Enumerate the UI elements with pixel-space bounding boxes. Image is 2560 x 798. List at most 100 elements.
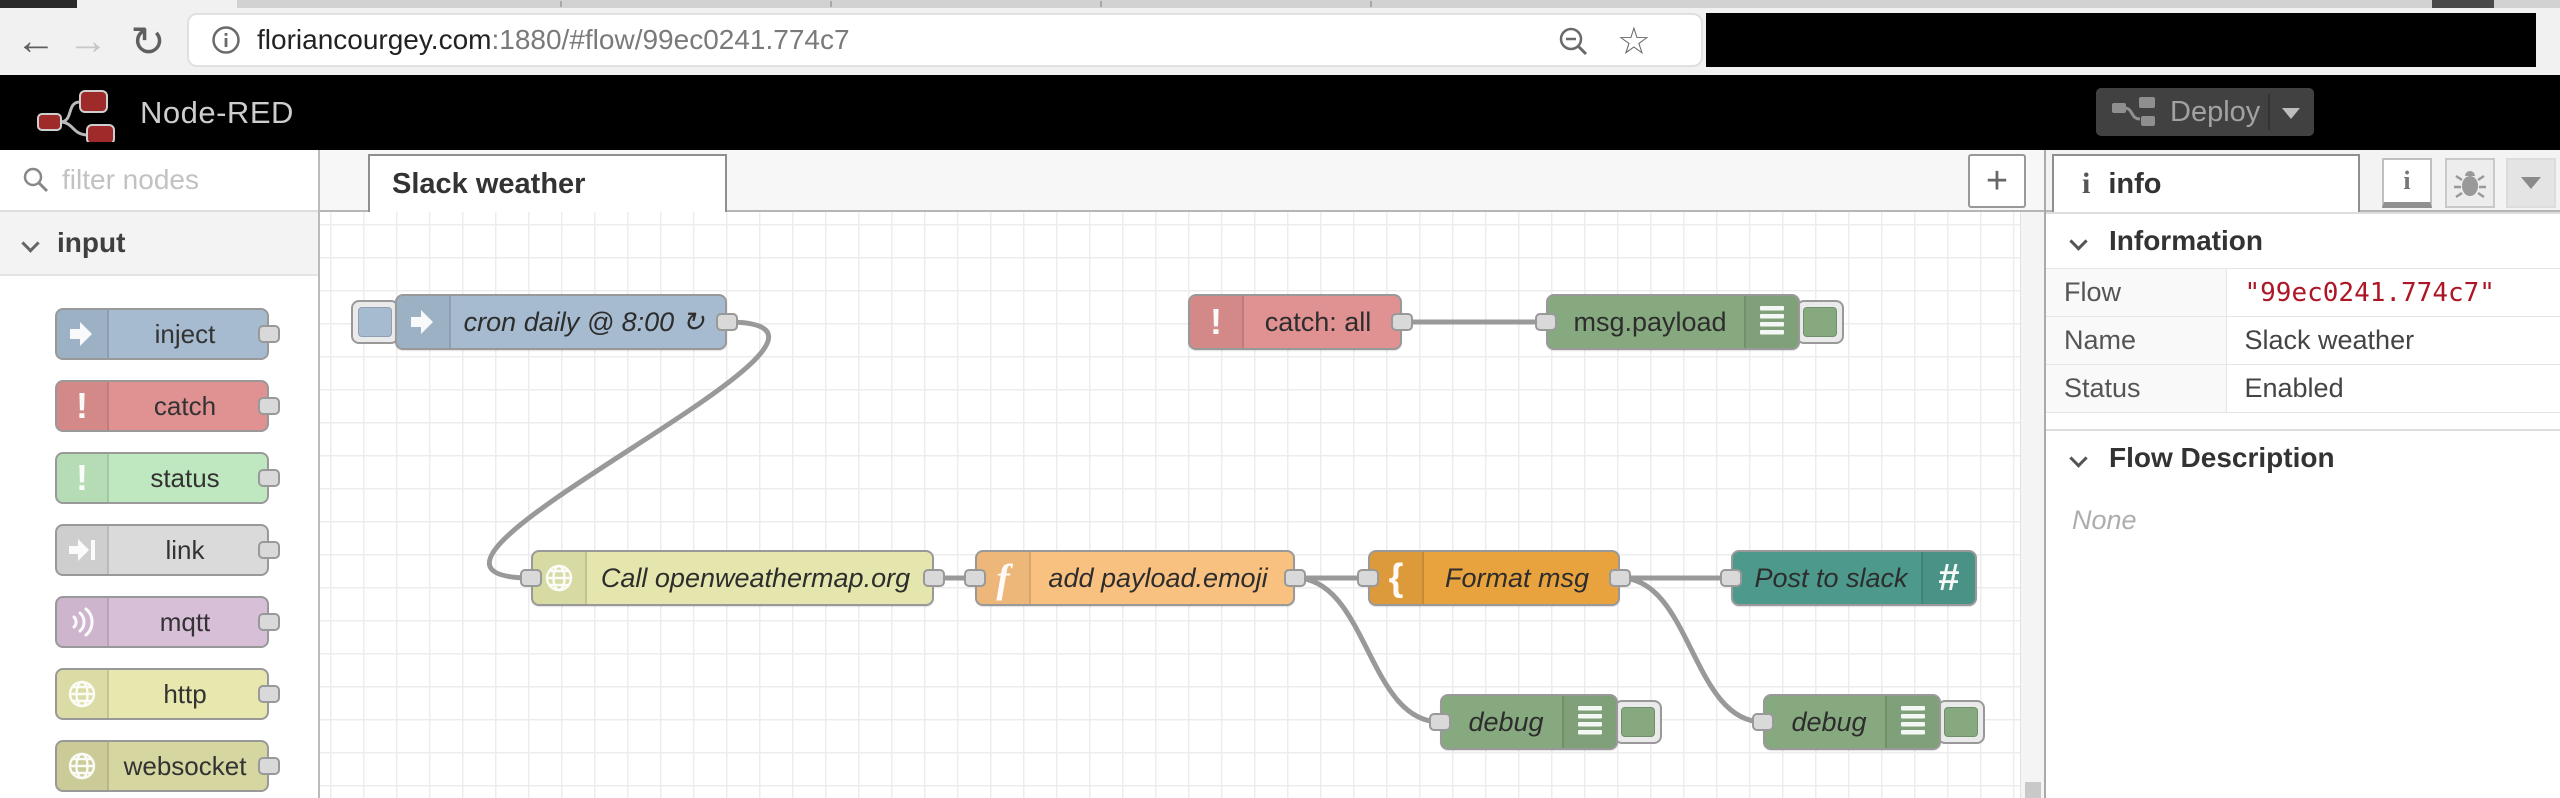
- node-output-port[interactable]: [258, 757, 280, 775]
- url-text[interactable]: floriancourgey.com:1880/#flow/99ec0241.7…: [257, 24, 850, 56]
- inject-button-inject1[interactable]: [351, 300, 399, 344]
- input-port-dbg2[interactable]: [1752, 713, 1774, 731]
- palette-category-input[interactable]: input: [0, 212, 318, 276]
- node-output-port[interactable]: [258, 685, 280, 703]
- row-label: Flow: [2046, 268, 2227, 317]
- palette-node-mqtt[interactable]: mqtt: [55, 596, 280, 648]
- input-port-tmpl1[interactable]: [1357, 569, 1379, 587]
- wire-inject1-to-http1[interactable]: [486, 319, 772, 581]
- node-output-port[interactable]: [258, 469, 280, 487]
- sidebar-collapse-button[interactable]: [2506, 158, 2556, 208]
- palette-node-catch[interactable]: ! catch: [55, 380, 280, 432]
- browser-tab-active: [77, 0, 237, 8]
- palette-search[interactable]: [0, 150, 318, 212]
- palette-node-http[interactable]: http: [55, 668, 280, 720]
- page-info-icon[interactable]: [211, 25, 241, 55]
- deploy-button[interactable]: Deploy: [2096, 88, 2314, 136]
- wire-func1-to-dbg1[interactable]: [1292, 575, 1443, 725]
- wire-tmpl1-to-dbg2[interactable]: [1617, 575, 1766, 725]
- add-flow-button[interactable]: +: [1968, 154, 2026, 208]
- input-port-slack1[interactable]: [1720, 569, 1742, 587]
- flow-node-catch1[interactable]: !catch: all: [1188, 294, 1402, 350]
- function-f-icon: f: [977, 552, 1031, 604]
- debug-toggle-button-dbg2[interactable]: [1937, 700, 1985, 744]
- output-port-func1[interactable]: [1284, 569, 1306, 587]
- palette-node-inject[interactable]: inject: [55, 308, 280, 360]
- palette-node-label: http: [163, 678, 207, 709]
- input-port-http1[interactable]: [520, 569, 542, 587]
- canvas-scrollbar[interactable]: [2020, 212, 2044, 798]
- flow-node-dbg1[interactable]: debug: [1440, 694, 1618, 750]
- node-output-port[interactable]: [258, 613, 280, 631]
- section-header-information[interactable]: Information: [2046, 212, 2560, 268]
- input-port-dbg1[interactable]: [1429, 713, 1451, 731]
- zoom-out-icon[interactable]: [1557, 25, 1591, 59]
- sidebar-debug-button[interactable]: [2445, 158, 2495, 208]
- flow-canvas[interactable]: cron daily @ 8:00 ↻ !catch: all msg.payloa…: [320, 212, 2020, 798]
- bookmark-star-icon[interactable]: ☆: [1616, 21, 1651, 63]
- output-port-catch1[interactable]: [1391, 313, 1413, 331]
- palette-node-status[interactable]: !status: [55, 452, 280, 504]
- debug-list-icon: [1744, 296, 1798, 348]
- flow-node-slack1[interactable]: #Post to slack: [1731, 550, 1977, 606]
- deploy-caret-icon[interactable]: [2282, 108, 2300, 119]
- chevron-down-icon: [2069, 231, 2088, 251]
- flow-node-inject1[interactable]: cron daily @ 8:00 ↻: [395, 294, 727, 350]
- exclamation-icon: !: [57, 454, 109, 502]
- input-port-dbgpay[interactable]: [1535, 313, 1557, 331]
- exclamation-icon: !: [57, 382, 109, 430]
- palette-node-link[interactable]: link: [55, 524, 280, 576]
- wires-layer: [486, 319, 1766, 725]
- section-title: Information: [2109, 225, 2263, 256]
- flow-node-func1[interactable]: f add payload.emoji: [975, 550, 1295, 606]
- scrollbar-thumb[interactable]: [2025, 782, 2041, 798]
- sidebar-info-button[interactable]: i: [2382, 158, 2432, 208]
- node-label: add payload.emoji: [1048, 562, 1268, 593]
- input-port-func1[interactable]: [964, 569, 986, 587]
- tab-separator: [830, 1, 832, 7]
- debug-toggle-button-dbg1[interactable]: [1614, 700, 1662, 744]
- back-arrow-icon[interactable]: ←: [16, 19, 56, 63]
- palette-node-websocket[interactable]: websocket: [55, 740, 280, 792]
- broadcast-icon: [57, 598, 109, 646]
- output-port-http1[interactable]: [923, 569, 945, 587]
- node-output-port[interactable]: [258, 541, 280, 559]
- flow-node-tmpl1[interactable]: {Format msg: [1368, 550, 1620, 606]
- palette-node-label: catch: [153, 390, 217, 421]
- palette-node-label: inject: [154, 318, 216, 349]
- flow-node-http1[interactable]: Call openweathermap.org: [531, 550, 934, 606]
- palette-node-label: websocket: [123, 750, 247, 781]
- search-icon: [23, 167, 49, 193]
- deploy-separator: [2268, 94, 2270, 130]
- node-label: debug: [1468, 706, 1544, 737]
- address-bar[interactable]: floriancourgey.com:1880/#flow/99ec0241.7…: [187, 13, 1703, 67]
- info-icon: i: [2082, 167, 2091, 200]
- browser-toolbar: ← → ↻ floriancourgey.com:1880/#flow/99ec…: [0, 8, 2560, 75]
- row-label: Name: [2046, 316, 2227, 365]
- deploy-label: Deploy: [2170, 95, 2261, 128]
- debug-toggle-button-dbgpay[interactable]: [1796, 300, 1844, 344]
- node-label: catch: all: [1264, 306, 1372, 337]
- tab-info[interactable]: i info: [2052, 154, 2360, 212]
- forward-arrow-icon[interactable]: →: [68, 19, 108, 63]
- flow-node-dbgpay[interactable]: msg.payload: [1546, 294, 1800, 350]
- tab-separator: [560, 1, 562, 7]
- output-port-inject1[interactable]: [716, 313, 738, 331]
- flow-tab[interactable]: Slack weather: [368, 154, 727, 212]
- category-label: input: [57, 227, 126, 258]
- section-header-flow-description[interactable]: Flow Description: [2046, 429, 2560, 485]
- reload-icon[interactable]: ↻: [130, 18, 166, 65]
- node-output-port[interactable]: [258, 397, 280, 415]
- filter-nodes-input[interactable]: [62, 164, 292, 196]
- tab-separator: [1100, 1, 1102, 7]
- info-tab-label: info: [2108, 167, 2162, 200]
- globe-icon: [57, 670, 109, 718]
- node-label: Post to slack: [1754, 562, 1908, 593]
- browser-tab-strip: [0, 0, 2560, 8]
- output-port-tmpl1[interactable]: [1609, 569, 1631, 587]
- node-output-port[interactable]: [258, 325, 280, 343]
- flow-node-dbg2[interactable]: debug: [1763, 694, 1941, 750]
